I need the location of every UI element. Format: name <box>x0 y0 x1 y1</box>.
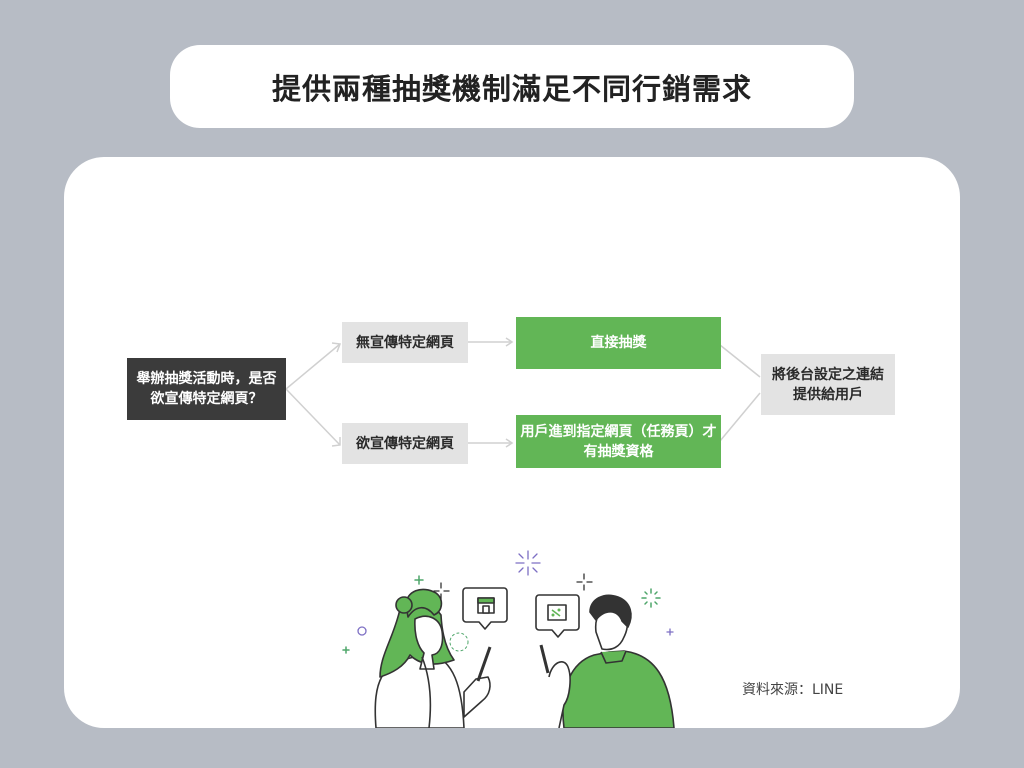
direct-draw-box: 直接抽獎 <box>516 317 721 369</box>
promotion-box: 欲宣傳特定網頁 <box>342 423 468 464</box>
sparkle-decorations <box>342 550 674 654</box>
question-text: 舉辦抽獎活動時，是否欲宣傳特定網頁？ <box>136 371 277 407</box>
page-title: 提供兩種抽獎機制滿足不同行銷需求 <box>271 71 752 106</box>
arrowhead-no <box>331 342 342 353</box>
question-box: 舉辦抽獎活動時，是否欲宣傳特定網頁？ <box>127 358 286 420</box>
source-caption: 資料來源：LINE <box>742 682 844 698</box>
speech-bubble-right <box>535 594 580 638</box>
people-illustration <box>342 550 675 728</box>
no-promotion-box: 無宣傳特定網頁 <box>342 322 468 363</box>
flow-connectors <box>285 337 761 448</box>
man-figure <box>539 594 675 728</box>
direct-draw-text: 直接抽獎 <box>590 335 647 351</box>
final-box: 將後台設定之連結提供給用戶 <box>761 354 895 415</box>
connector-question-to-yes <box>285 388 341 446</box>
connector-question-to-no <box>285 343 341 390</box>
no-promotion-text: 無宣傳特定網頁 <box>356 334 454 351</box>
arrowhead-task <box>505 438 514 448</box>
title-banner: 提供兩種抽獎機制滿足不同行銷需求 <box>170 45 854 128</box>
connector-task-to-final <box>719 392 761 442</box>
connector-direct-to-final <box>719 344 761 378</box>
promotion-text: 欲宣傳特定網頁 <box>356 435 454 452</box>
woman-figure <box>374 588 492 728</box>
arrowhead-yes <box>331 437 341 447</box>
diagram-panel: 舉辦抽獎活動時，是否欲宣傳特定網頁？ 無宣傳特定網頁 欲宣傳特定網頁 直接抽獎 … <box>64 157 960 728</box>
arrowhead-direct <box>505 337 514 347</box>
final-text: 將後台設定之連結提供給用戶 <box>772 366 884 403</box>
task-page-text: 用戶進到指定網頁（任務頁）才有抽獎資格 <box>520 423 717 460</box>
task-page-box: 用戶進到指定網頁（任務頁）才有抽獎資格 <box>516 415 721 468</box>
speech-bubble-left <box>462 587 508 630</box>
